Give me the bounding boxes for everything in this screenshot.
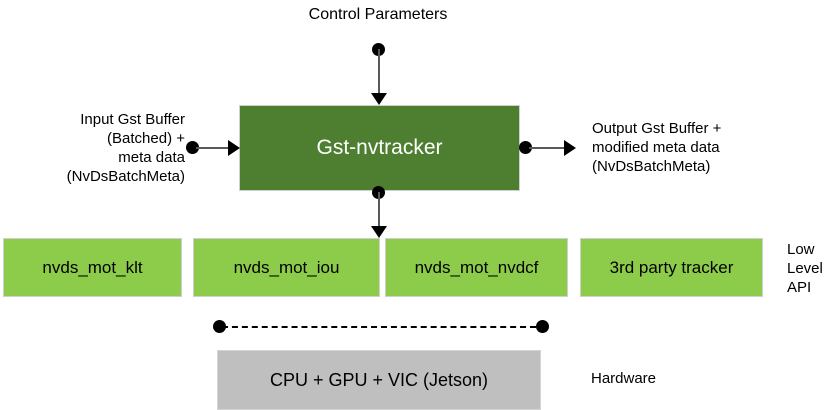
low-level-api-side-label: Low Level API — [787, 241, 823, 296]
gst-nvtracker-label: Gst-nvtracker — [316, 136, 443, 159]
low-level-block-nvds-mot-nvdcf[interactable]: nvds_mot_nvdcf — [385, 238, 568, 297]
input-connector-line — [196, 146, 234, 149]
low-level-block-label: nvds_mot_iou — [233, 257, 340, 277]
low-level-block-label: nvds_mot_klt — [42, 257, 143, 277]
low-level-block-nvds-mot-klt[interactable]: nvds_mot_klt — [3, 238, 182, 297]
low-level-block-3rd-party-tracker[interactable]: 3rd party tracker — [580, 238, 763, 297]
low-level-block-nvds-mot-iou[interactable]: nvds_mot_iou — [193, 238, 380, 297]
hardware-block-label: CPU + GPU + VIC (Jetson) — [269, 369, 489, 390]
gst-nvtracker-block[interactable]: Gst-nvtracker — [239, 105, 520, 191]
hardware-link-dot-right — [536, 320, 549, 333]
low-level-block-label: nvds_mot_nvdcf — [414, 257, 539, 277]
low-level-block-label: 3rd party tracker — [609, 257, 734, 277]
output-connector-line — [529, 146, 569, 149]
control-parameters-arrowhead-icon — [370, 93, 387, 105]
output-gst-buffer-label: Output Gst Buffer + modified meta data (… — [592, 120, 722, 175]
low-level-api-line — [377, 192, 380, 228]
input-gst-buffer-label: Input Gst Buffer (Batched) + meta data (… — [66, 111, 185, 185]
control-parameters-label: Control Parameters — [308, 6, 448, 23]
output-arrowhead-icon — [564, 139, 576, 156]
output-connector-dot — [519, 141, 532, 154]
low-level-api-arrowhead-icon — [370, 226, 387, 238]
input-arrowhead-icon — [228, 139, 240, 156]
hardware-block[interactable]: CPU + GPU + VIC (Jetson) — [217, 350, 541, 410]
control-parameters-line — [377, 49, 380, 95]
hardware-link-dot-left — [213, 320, 226, 333]
input-connector-dot — [186, 141, 199, 154]
hardware-link-dashed-line — [222, 325, 536, 328]
hardware-side-label: Hardware — [591, 370, 657, 387]
